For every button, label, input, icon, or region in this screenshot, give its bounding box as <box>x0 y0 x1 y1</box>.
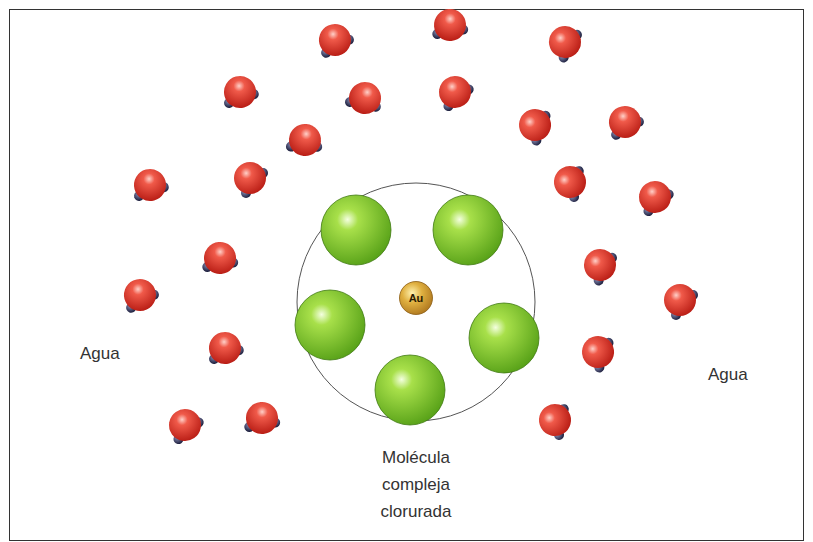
water-molecule <box>216 70 263 118</box>
chloride-complex: AuMolécula compleja clorurada <box>296 182 536 422</box>
gold-sphere <box>400 282 433 315</box>
water-molecule <box>313 19 357 64</box>
oxygen-atom <box>234 162 266 194</box>
oxygen-atom <box>548 160 592 204</box>
water-label: Agua <box>80 344 120 364</box>
water-molecule <box>548 159 595 207</box>
water-molecule <box>237 395 286 444</box>
oxygen-atom <box>314 19 355 60</box>
oxygen-atom <box>636 178 673 215</box>
water-label: Agua <box>708 365 748 385</box>
chloride-atom <box>469 303 539 373</box>
oxygen-atom <box>343 76 387 120</box>
chloride-atom <box>375 355 445 425</box>
oxygen-atom <box>197 235 242 280</box>
water-molecule <box>514 104 558 149</box>
oxygen-atom <box>239 395 284 440</box>
oxygen-atom <box>533 398 577 442</box>
oxygen-atom <box>166 406 203 443</box>
oxygen-atom <box>604 101 645 142</box>
oxygen-atom <box>128 163 172 207</box>
water-molecule <box>340 76 388 123</box>
oxygen-atom <box>581 246 618 283</box>
oxygen-atom <box>436 73 473 110</box>
water-molecule <box>425 2 474 51</box>
water-molecules <box>118 2 698 447</box>
oxygen-atom <box>514 104 555 145</box>
oxygen-atom <box>664 284 696 316</box>
water-molecule <box>436 73 476 114</box>
oxygen-atom <box>577 331 618 372</box>
oxygen-atom <box>427 2 472 47</box>
chloride-atom <box>321 195 391 265</box>
water-molecule <box>581 246 621 287</box>
frame <box>10 10 804 541</box>
water-molecule <box>546 23 586 64</box>
water-molecule <box>126 163 173 211</box>
oxygen-atom <box>282 117 327 162</box>
water-molecule <box>533 397 580 445</box>
oxygen-atom <box>203 326 247 370</box>
oxygen-atom <box>546 23 583 60</box>
oxygen-atom <box>119 274 160 315</box>
water-molecule <box>166 406 206 447</box>
water-molecule <box>279 117 328 166</box>
oxygen-atom <box>218 70 262 114</box>
water-molecule <box>664 284 698 320</box>
gold-atom: Au <box>399 281 433 315</box>
water-molecule <box>603 101 647 146</box>
water-molecule <box>201 326 248 374</box>
water-molecule <box>636 178 676 219</box>
water-molecule <box>195 235 244 284</box>
water-molecule <box>234 162 268 198</box>
chloride-atom <box>295 290 365 360</box>
element-symbol: Au <box>409 292 424 304</box>
chloride-atom <box>433 195 503 265</box>
water-molecule <box>118 274 162 319</box>
water-molecule <box>577 331 621 376</box>
molecule-label: Molécula compleja clorurada <box>364 444 468 525</box>
